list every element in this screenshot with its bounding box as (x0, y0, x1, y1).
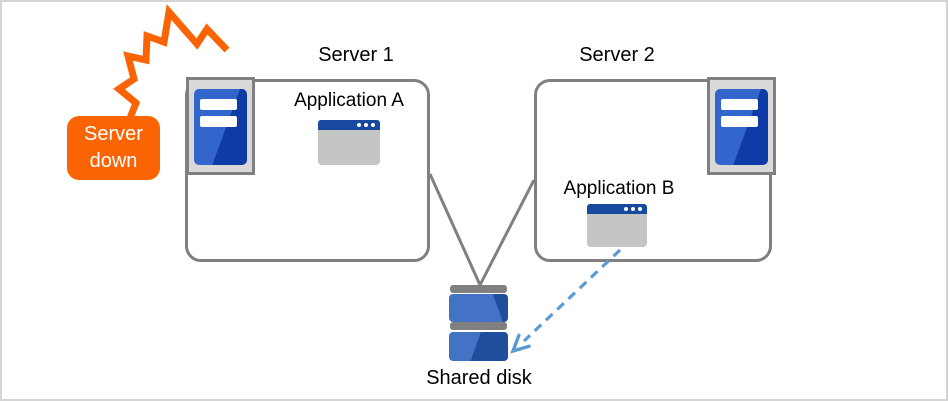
server-down-text-line1: Server (84, 123, 143, 145)
tower-slot (721, 99, 758, 110)
server-1-label: Server 1 (318, 44, 394, 66)
server-tower-icon (186, 77, 255, 175)
dashed-arrow-appb-disk (522, 248, 622, 343)
server-tower (715, 89, 768, 165)
dashed-arrowhead (510, 333, 531, 354)
server-tower (194, 89, 247, 165)
window-dot-icon (364, 123, 368, 127)
window-body (318, 130, 380, 165)
server-down-badge: Server down (67, 116, 160, 180)
connection-line-server2-disk (478, 179, 536, 286)
window-body (587, 214, 647, 247)
window-dot-icon (371, 123, 375, 127)
app-window-icon (318, 120, 380, 165)
disk-cap (450, 322, 507, 330)
tower-slot (200, 99, 237, 110)
server-tower-icon (707, 77, 776, 175)
disk-platter (449, 332, 508, 361)
window-dot-icon (631, 207, 635, 211)
connection-line-server1-disk (428, 173, 482, 286)
window-titlebar (318, 120, 380, 130)
tower-slot (200, 116, 237, 127)
window-dot-icon (638, 207, 642, 211)
disk-stack-icon (450, 285, 507, 293)
server-down-text-line2: down (89, 150, 138, 172)
application-b-label: Application B (563, 178, 675, 199)
tower-slot (721, 116, 758, 127)
app-window-icon (587, 204, 647, 247)
window-titlebar (587, 204, 647, 214)
shared-disk-label: Shared disk (426, 367, 532, 389)
window-dot-icon (357, 123, 361, 127)
server-2-label: Server 2 (579, 44, 655, 66)
disk-platter (449, 294, 508, 322)
window-dot-icon (624, 207, 628, 211)
application-a-label: Application A (294, 90, 404, 111)
